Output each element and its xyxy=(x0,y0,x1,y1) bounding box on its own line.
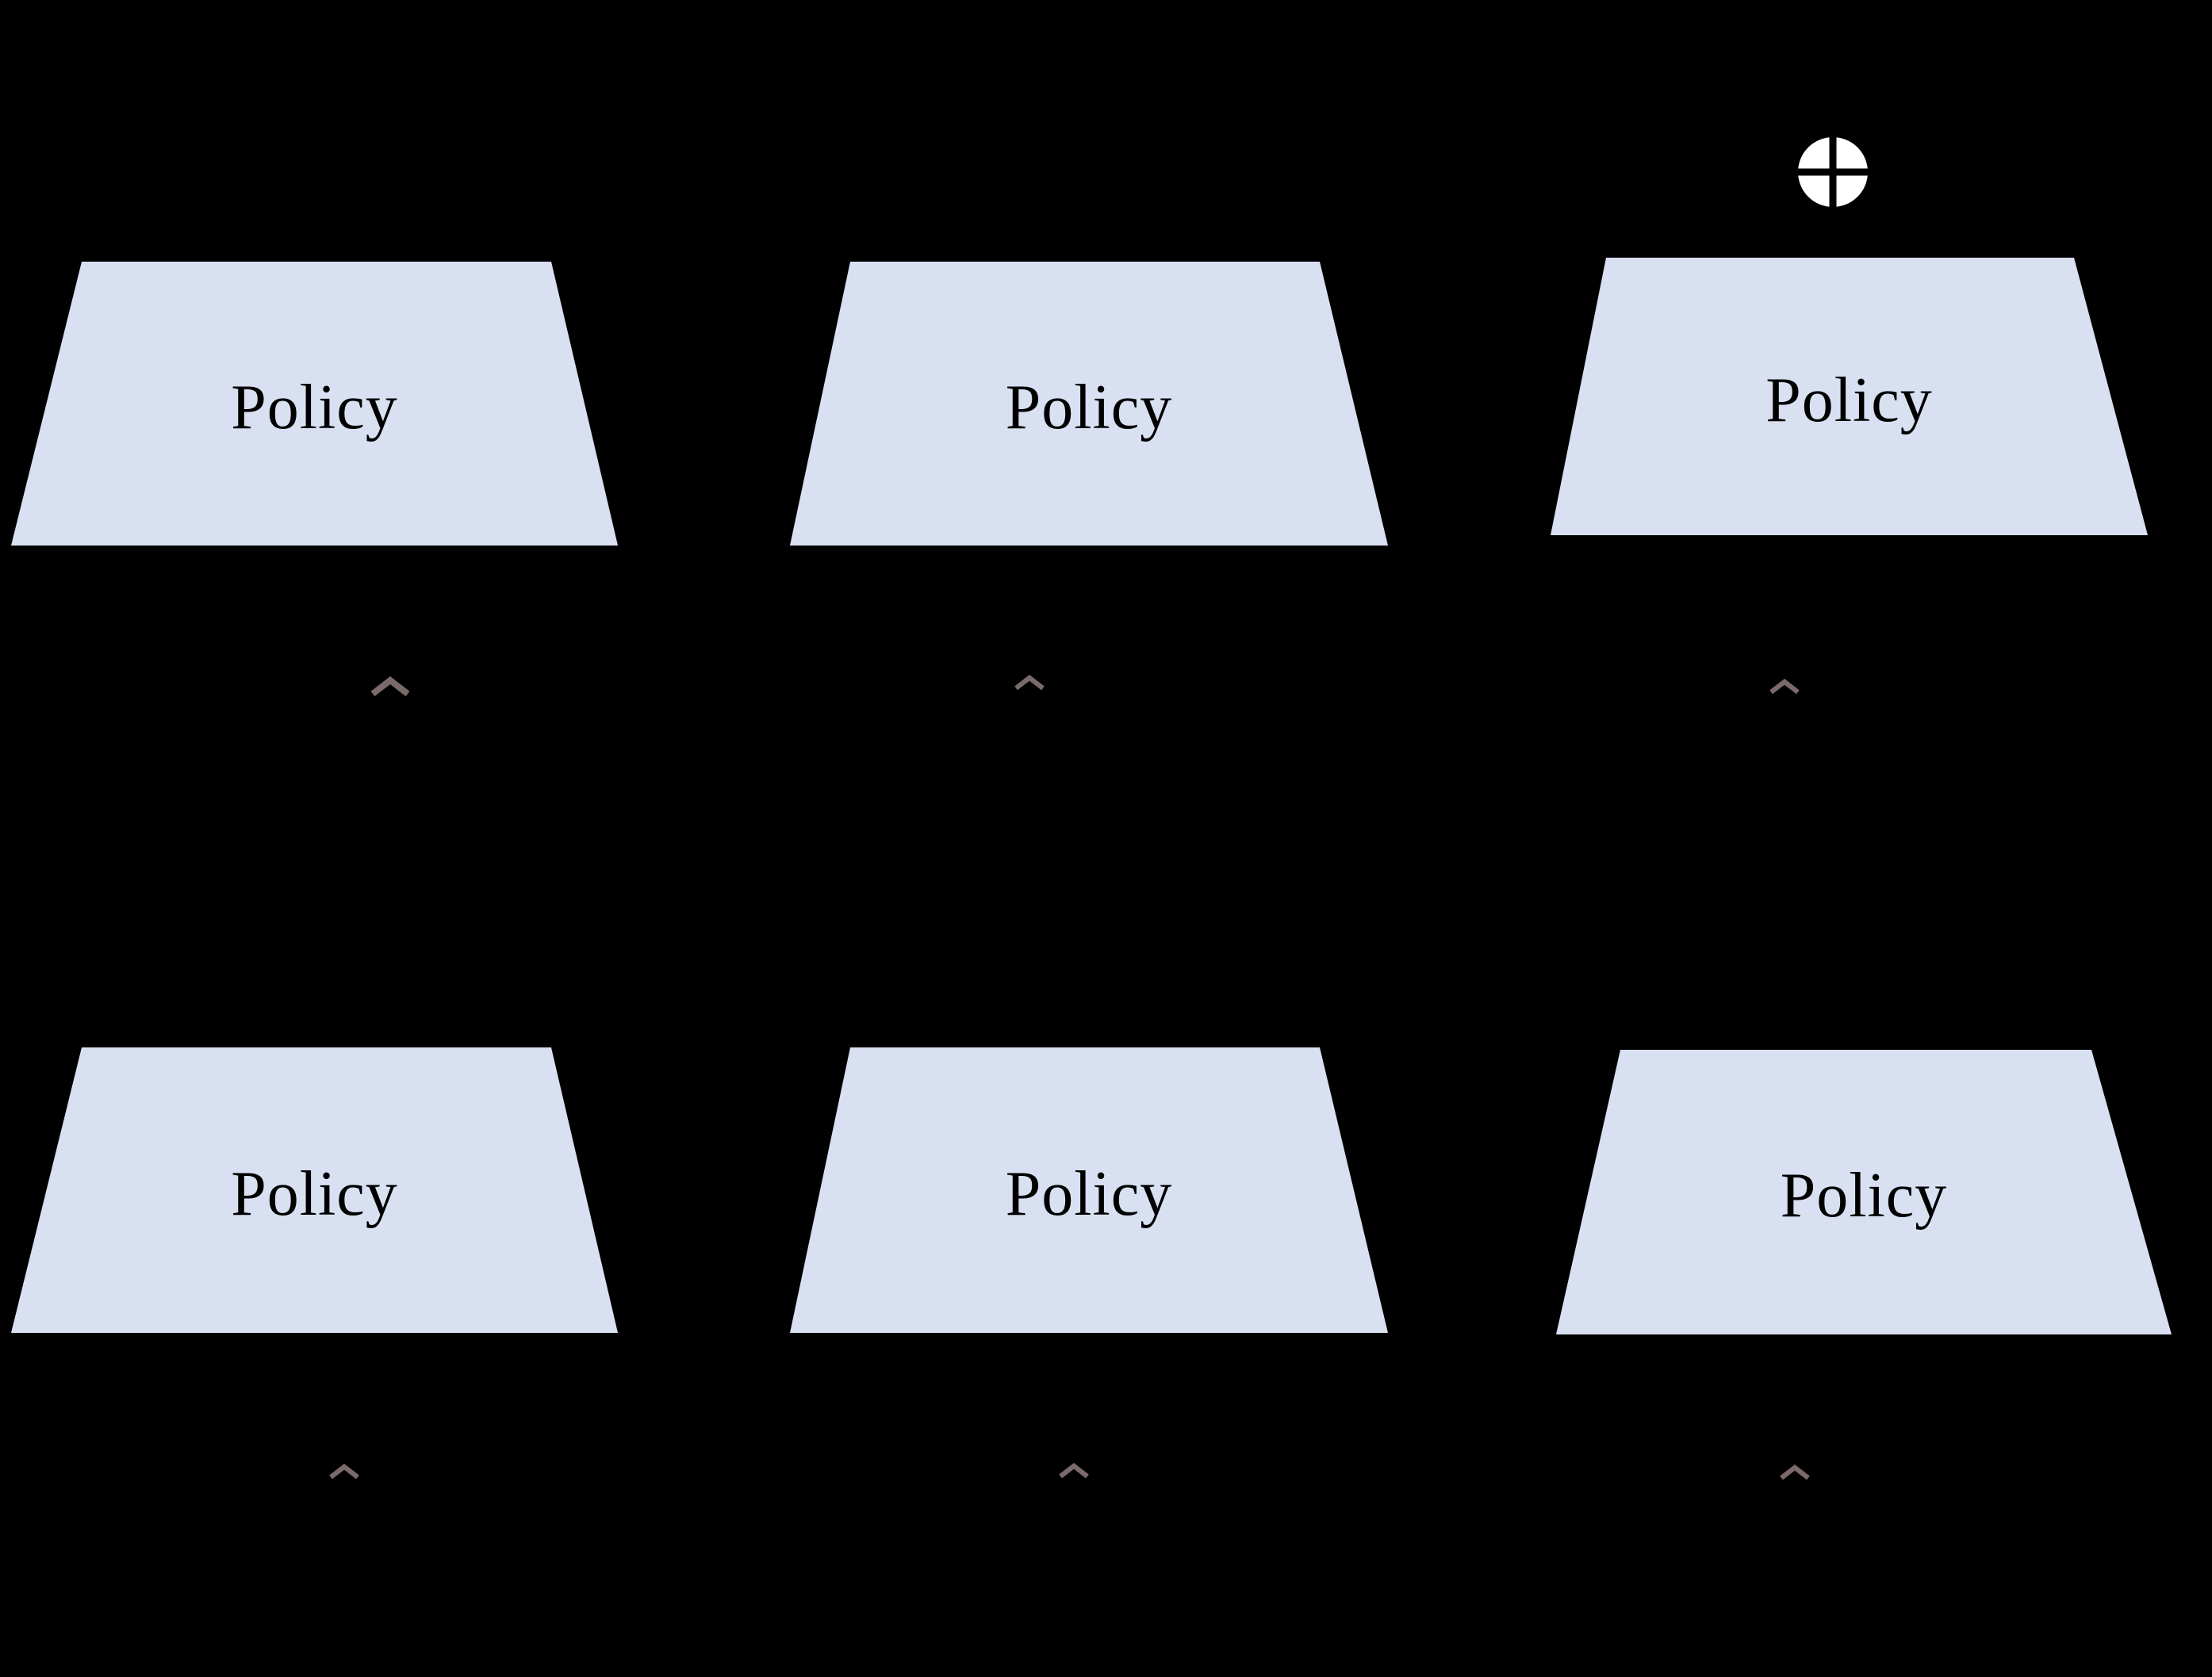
hat-caret-icon xyxy=(370,676,410,697)
policy-node-bottom-right: Policy xyxy=(1556,1050,2172,1334)
policy-label: Policy xyxy=(1005,1158,1173,1229)
policy-label: Policy xyxy=(1005,372,1173,442)
hat-caret-icon xyxy=(1780,1465,1810,1480)
policy-label: Policy xyxy=(1765,365,1933,435)
circled-plus-icon xyxy=(1796,135,1870,209)
policy-node-top-right: Policy xyxy=(1551,258,2148,535)
hat-caret-icon xyxy=(1059,1463,1089,1479)
policy-node-top-middle: Policy xyxy=(790,262,1388,546)
policy-node-bottom-left: Policy xyxy=(11,1047,618,1333)
policy-label: Policy xyxy=(1780,1161,1948,1231)
hat-caret-icon xyxy=(1769,679,1800,695)
policy-node-top-left: Policy xyxy=(11,262,618,546)
policy-node-bottom-middle: Policy xyxy=(790,1047,1388,1333)
policy-label: Policy xyxy=(231,372,398,442)
hat-caret-icon xyxy=(329,1464,359,1480)
policy-label: Policy xyxy=(231,1158,398,1229)
hat-caret-icon xyxy=(1014,675,1045,691)
